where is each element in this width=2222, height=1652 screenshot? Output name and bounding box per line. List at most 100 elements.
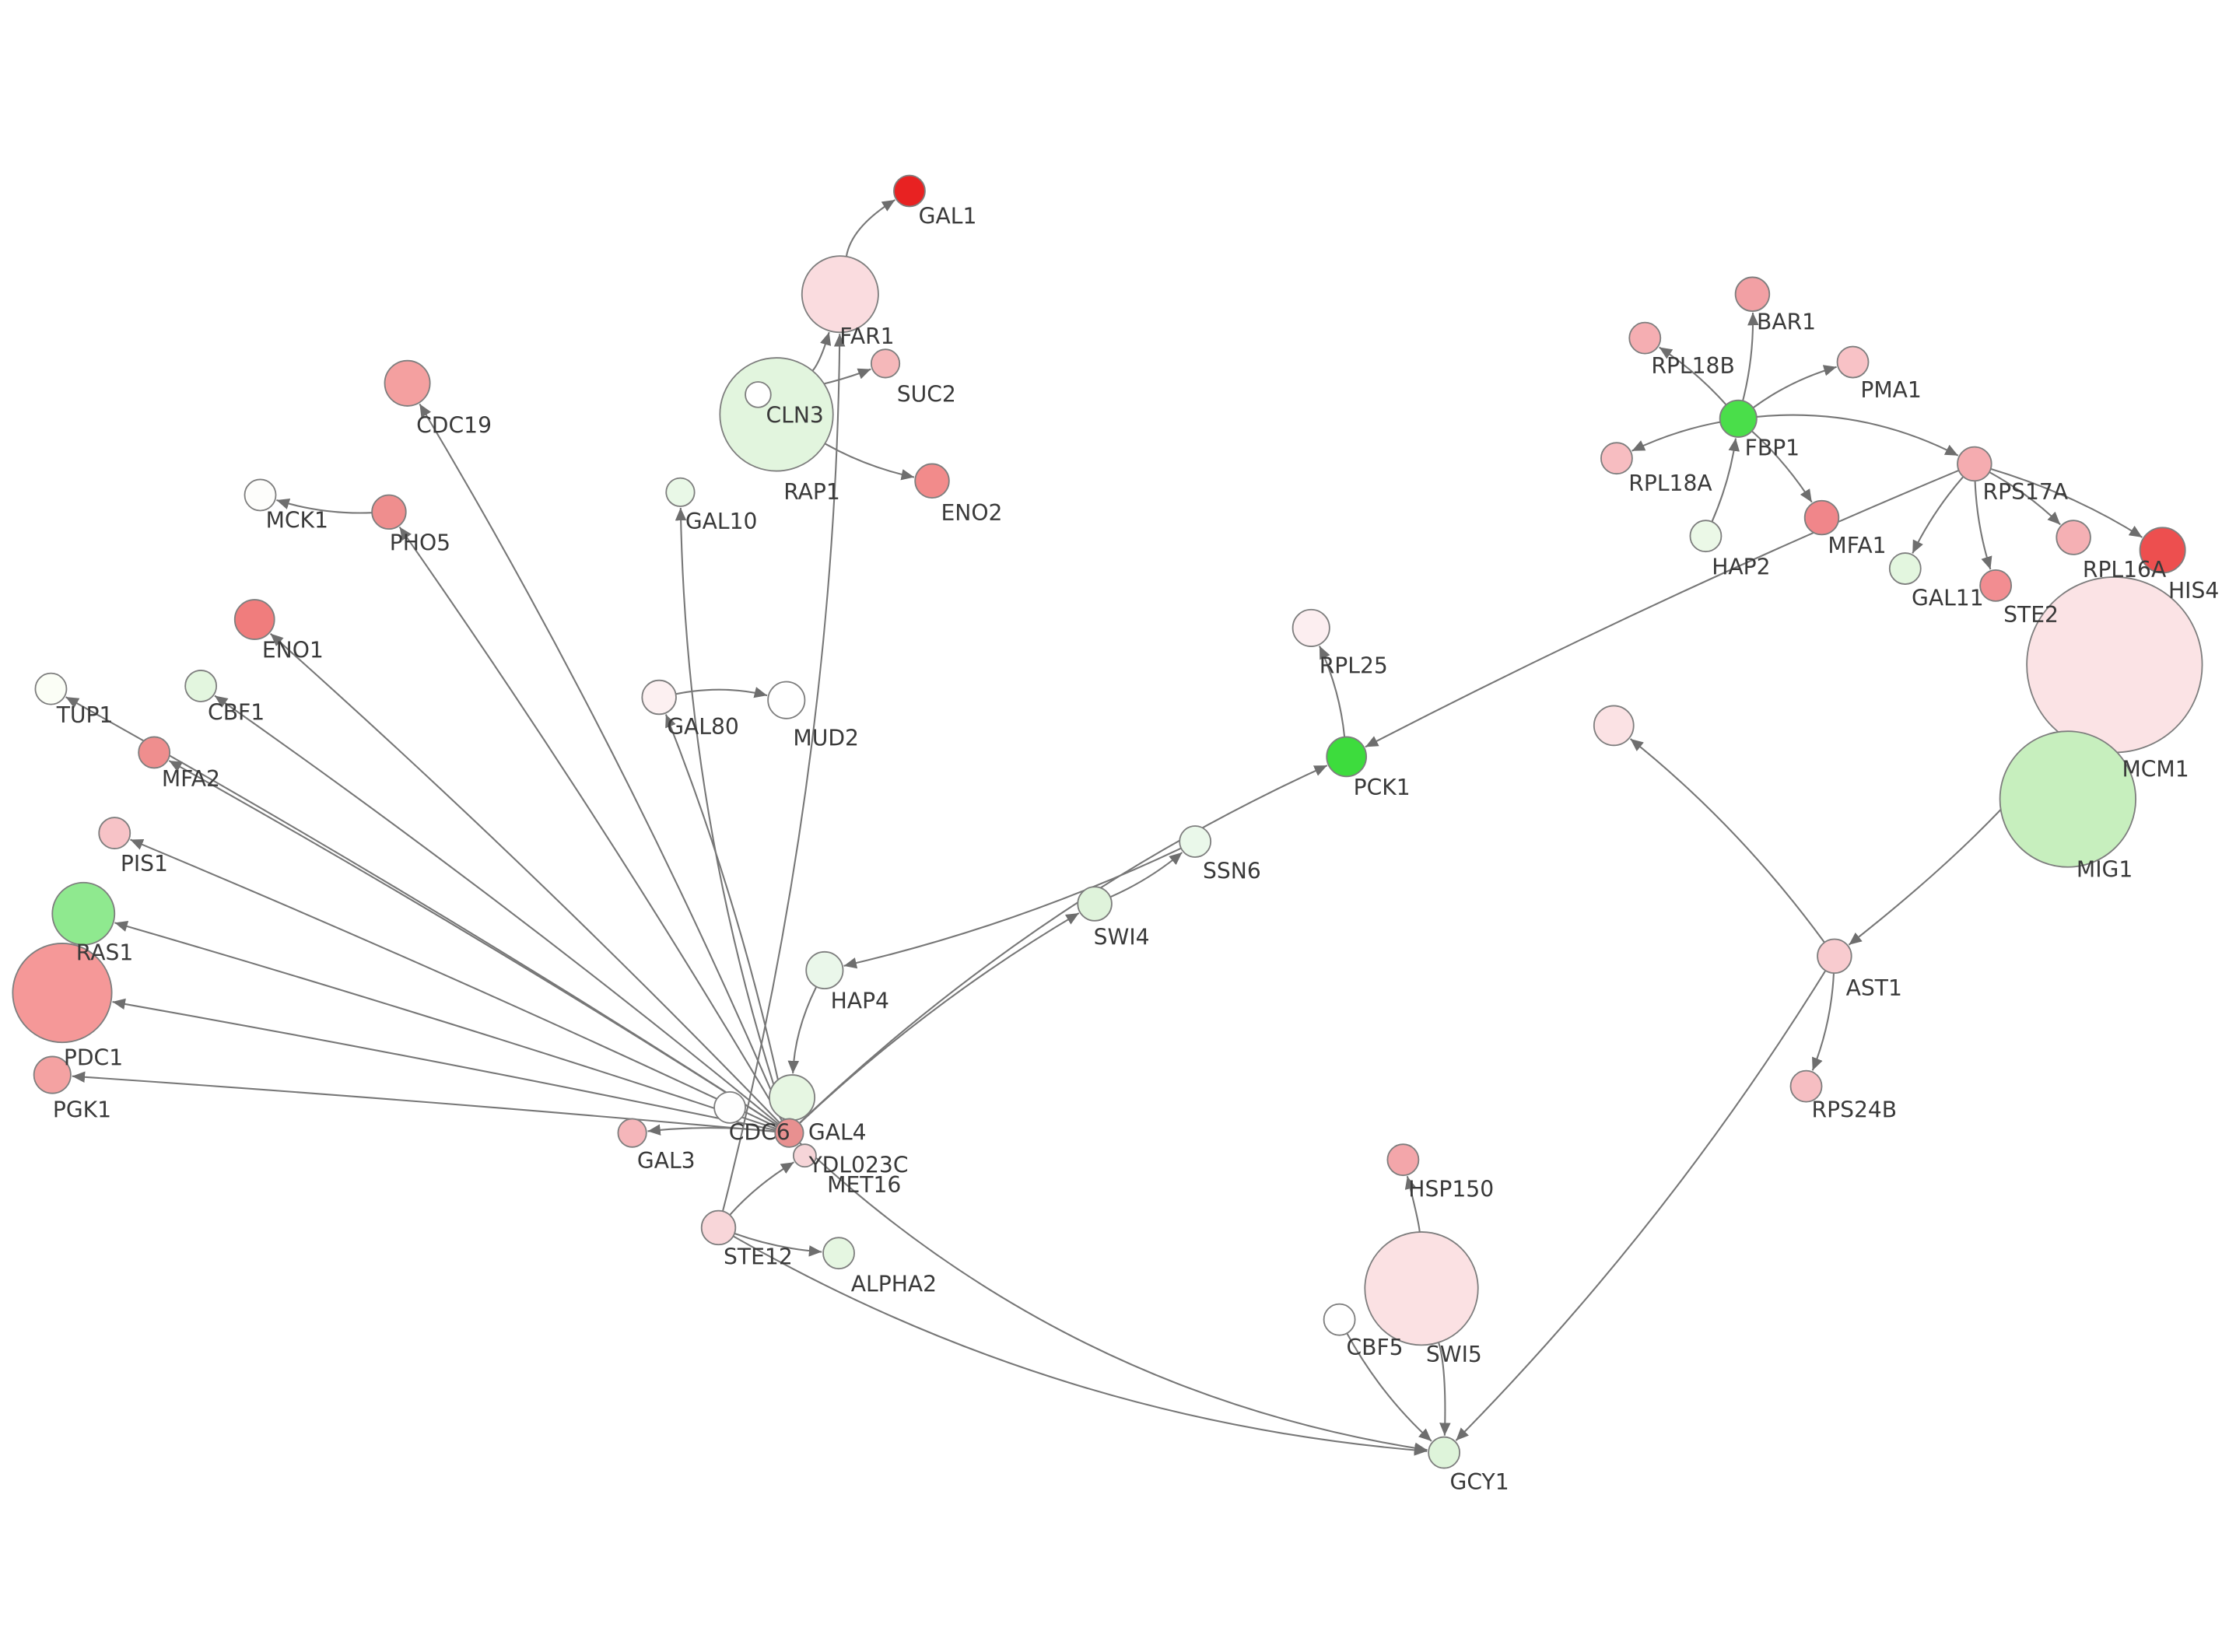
edge-RPS17A-RPL16A[interactable] — [1989, 471, 2061, 526]
node-RPL16A[interactable] — [2056, 520, 2091, 555]
node-TUP1[interactable] — [34, 672, 68, 705]
node-RPS17A[interactable] — [1957, 446, 1992, 482]
edge-FBP1-MFA1[interactable] — [1751, 430, 1813, 503]
edge-GAL4-PIS1[interactable] — [130, 838, 777, 1128]
node-HSP150[interactable] — [1386, 1143, 1420, 1177]
node-PCK1[interactable] — [1326, 736, 1368, 778]
edge-GAL4-PHO5[interactable] — [398, 526, 783, 1122]
node-GAL4[interactable] — [774, 1118, 804, 1148]
edge-GAL4-SWI4[interactable] — [798, 912, 1080, 1125]
node-MIG1[interactable] — [1999, 730, 2137, 868]
node-CBF1[interactable] — [184, 670, 218, 702]
edge-GAL4-GAL80[interactable] — [664, 714, 787, 1120]
edge-GAL4-CBF1[interactable] — [214, 695, 780, 1125]
edge-AST1-GCY1[interactable] — [1455, 970, 1827, 1441]
edge-GAL4-ENO1[interactable] — [269, 632, 780, 1124]
edge-GAL4-TUP1[interactable] — [65, 696, 778, 1126]
edge-SWI5-GCY1[interactable] — [1438, 1342, 1451, 1436]
node-BAR1[interactable] — [1734, 276, 1771, 312]
node-UNLABELED1[interactable] — [1593, 705, 1635, 747]
edge-FBP1-BAR1[interactable] — [1742, 312, 1759, 401]
node-ENO1[interactable] — [233, 599, 275, 640]
edge-STE12-ALPHA2[interactable] — [734, 1232, 822, 1257]
edge-FBP1-RPL18A[interactable] — [1631, 421, 1721, 452]
edge-RPS17A-PCK1[interactable] — [1365, 469, 1960, 748]
node-MCM1[interactable] — [2026, 576, 2203, 754]
node-FBP1[interactable] — [1719, 399, 1758, 438]
edge-GAL4-CDC19[interactable] — [419, 403, 785, 1121]
node-PMA1[interactable] — [1836, 345, 1870, 379]
node-GAL3[interactable] — [617, 1118, 647, 1148]
edge-GAL4-GAL3[interactable] — [647, 1124, 776, 1136]
edge-HAP2-FBP1[interactable] — [1711, 438, 1740, 523]
node-SWI5[interactable] — [1364, 1230, 1479, 1346]
node-CBF5[interactable] — [1323, 1303, 1356, 1336]
edge-SWI4-SSN6[interactable] — [1109, 852, 1183, 898]
edge-GAL4-GAL10[interactable] — [675, 507, 786, 1120]
node-MET16[interactable] — [792, 1143, 817, 1168]
edge-CLN3-FAR1[interactable] — [811, 331, 832, 372]
node-HAP4[interactable] — [805, 950, 844, 990]
node-RPL18B[interactable] — [1628, 321, 1662, 355]
edge-SWI5-HSP150[interactable] — [1404, 1176, 1421, 1232]
edge-FBP1-RPS17A[interactable] — [1756, 414, 1959, 457]
node-MFA2[interactable] — [138, 736, 171, 769]
node-STE2[interactable] — [1979, 569, 2013, 602]
edge-FAR1-GAL1[interactable] — [845, 199, 895, 257]
node-STE12[interactable] — [700, 1209, 737, 1246]
edge-RPS17A-HIS4[interactable] — [1990, 467, 2143, 538]
node-MUD2[interactable] — [767, 681, 806, 719]
node-AST1[interactable] — [1817, 938, 1852, 975]
node-RPL18A[interactable] — [1600, 442, 1633, 475]
node-RPL25[interactable] — [1291, 608, 1330, 647]
node-CDC19[interactable] — [384, 359, 431, 407]
edge-FBP1-RPL18B[interactable] — [1659, 346, 1727, 406]
node-PDC1[interactable] — [12, 943, 113, 1044]
edge-HAP4-YDL023C[interactable] — [787, 986, 818, 1074]
node-SUC2[interactable] — [870, 348, 901, 379]
node-GAL1[interactable] — [893, 174, 926, 208]
edge-GAL4-PCK1[interactable] — [798, 765, 1328, 1124]
edge-RPS17A-GAL11[interactable] — [1912, 476, 1964, 554]
edge-AST1-RPS24B[interactable] — [1811, 973, 1835, 1071]
edge-AST1-UNLABELED1[interactable] — [1629, 738, 1825, 943]
edge-PCK1-RPL25[interactable] — [1319, 646, 1346, 737]
node-RAP1[interactable] — [745, 381, 772, 408]
node-HAP2[interactable] — [1689, 520, 1723, 553]
node-PHO5[interactable] — [371, 494, 407, 530]
node-MCK1[interactable] — [244, 478, 277, 512]
edge-GAL4-RAS1[interactable] — [114, 920, 776, 1129]
node-PIS1[interactable] — [98, 817, 131, 850]
node-GCY1[interactable] — [1428, 1436, 1461, 1469]
node-ALPHA2[interactable] — [822, 1237, 855, 1270]
edge-PHO5-MCK1[interactable] — [276, 498, 373, 514]
node-MFA1[interactable] — [1803, 499, 1840, 536]
edge-GAL4-PGK1[interactable] — [72, 1071, 776, 1133]
edge-FBP1-PMA1[interactable] — [1752, 365, 1837, 409]
edge-GAL4-PDC1[interactable] — [112, 998, 776, 1131]
node-FAR1[interactable] — [801, 255, 879, 334]
node-CLN3[interactable] — [719, 357, 834, 472]
edge-STE12-GCY1[interactable] — [732, 1235, 1428, 1456]
node-RPS24B[interactable] — [1789, 1069, 1823, 1103]
node-SSN6[interactable] — [1179, 825, 1212, 858]
node-ENO2[interactable] — [914, 463, 950, 499]
edge-SSN6-HAP4[interactable] — [843, 847, 1182, 969]
node-HIS4[interactable] — [2139, 527, 2186, 574]
node-YDL023C[interactable] — [769, 1074, 816, 1122]
edge-STE12-MET16[interactable] — [729, 1161, 794, 1216]
node-PGK1[interactable] — [33, 1055, 72, 1094]
node-GAL11[interactable] — [1888, 552, 1922, 585]
edge-GAL4-GCY1[interactable] — [798, 1142, 1428, 1454]
edge-GAL4-MFA2[interactable] — [168, 760, 778, 1126]
edge-STE12-FAR1[interactable] — [721, 334, 846, 1212]
node-GAL10[interactable] — [665, 477, 696, 507]
edge-RPS17A-STE2[interactable] — [1974, 481, 1992, 570]
edge-GAL80-MUD2[interactable] — [675, 687, 768, 698]
node-SWI4[interactable] — [1077, 886, 1113, 922]
node-GAL80[interactable] — [641, 679, 677, 716]
node-RAS1[interactable] — [51, 881, 116, 946]
node-CDC6[interactable] — [713, 1090, 746, 1124]
edge-CBF5-GCY1[interactable] — [1346, 1332, 1432, 1442]
